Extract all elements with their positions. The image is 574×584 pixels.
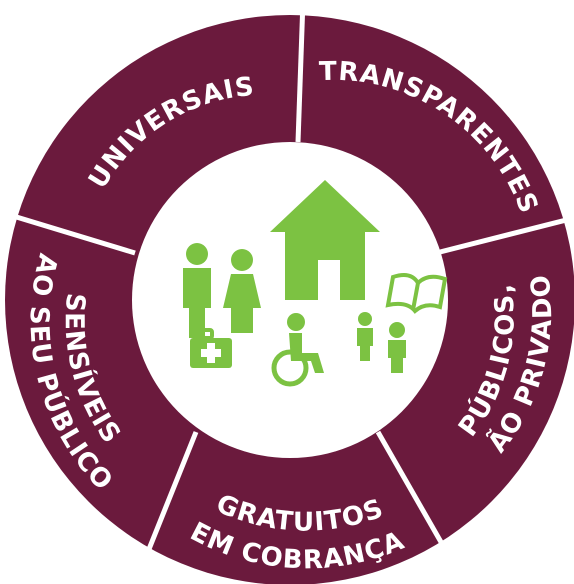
divider-bottom-right: [375, 430, 468, 584]
divider-bottom-left: [132, 431, 199, 584]
divider-right: [439, 215, 574, 255]
wheelchair-user-icon: [271, 313, 324, 387]
child-figure-icon: [388, 322, 406, 373]
house-icon: [270, 180, 380, 300]
adult-female-figure-icon: [223, 249, 261, 333]
center-icons: [183, 180, 448, 387]
child-figure-icon: [357, 312, 373, 361]
adult-figure-icon: [183, 243, 211, 338]
book-icon: [385, 273, 448, 314]
first-aid-kit-icon: [190, 328, 232, 368]
divider-left: [0, 209, 136, 256]
divider-top: [295, 0, 306, 143]
